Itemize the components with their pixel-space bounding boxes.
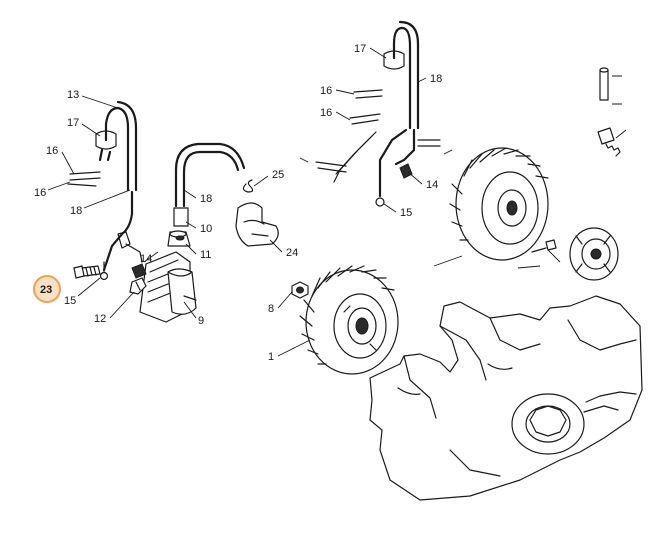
ignition-lead-left xyxy=(67,100,143,281)
spark-plug-lead xyxy=(167,142,246,247)
screw xyxy=(531,239,557,253)
callout-18: 18 xyxy=(200,193,212,205)
callout-18: 18 xyxy=(70,205,82,217)
ignition-lead-right xyxy=(315,20,441,207)
spring-screw xyxy=(597,127,621,157)
callout-16: 16 xyxy=(320,85,332,97)
nut-8 xyxy=(291,281,309,299)
callout-14: 14 xyxy=(426,179,438,191)
callout-16: 16 xyxy=(320,107,332,119)
crankcase-housing xyxy=(369,295,643,501)
flywheel-1 xyxy=(299,265,399,375)
callout-13: 13 xyxy=(67,89,79,101)
terminal-14-left xyxy=(131,263,147,279)
bolt-23 xyxy=(73,265,101,279)
ignition-module-9 xyxy=(139,251,197,323)
callout-9: 9 xyxy=(198,315,204,327)
callout-labels: 13 17 16 16 18 18 10 25 11 24 14 23 15 1… xyxy=(34,43,442,363)
callout-14: 14 xyxy=(140,253,152,265)
callout-10: 10 xyxy=(200,223,212,235)
callout-24: 24 xyxy=(286,247,298,259)
callout-25: 25 xyxy=(272,169,284,181)
callout-1: 1 xyxy=(268,351,274,363)
callout-15: 15 xyxy=(400,207,412,219)
callout-15: 15 xyxy=(64,295,76,307)
highlight-marker-23 xyxy=(33,275,61,303)
callout-12: 12 xyxy=(94,313,106,325)
clip-12 xyxy=(129,277,147,295)
callout-8: 8 xyxy=(268,303,274,315)
callout-11: 11 xyxy=(200,249,211,261)
callout-17: 17 xyxy=(67,117,79,129)
pin xyxy=(599,67,609,101)
callout-23[interactable]: 23 xyxy=(40,284,52,296)
callout-18: 18 xyxy=(430,73,442,85)
callout-17: 17 xyxy=(354,43,366,55)
clutch-drum xyxy=(569,227,619,281)
fan-wheel xyxy=(449,147,549,261)
callout-16: 16 xyxy=(34,187,46,199)
leader-lines xyxy=(47,47,627,357)
callout-16: 16 xyxy=(46,145,58,157)
spark-plug-boot-24 xyxy=(235,179,279,247)
